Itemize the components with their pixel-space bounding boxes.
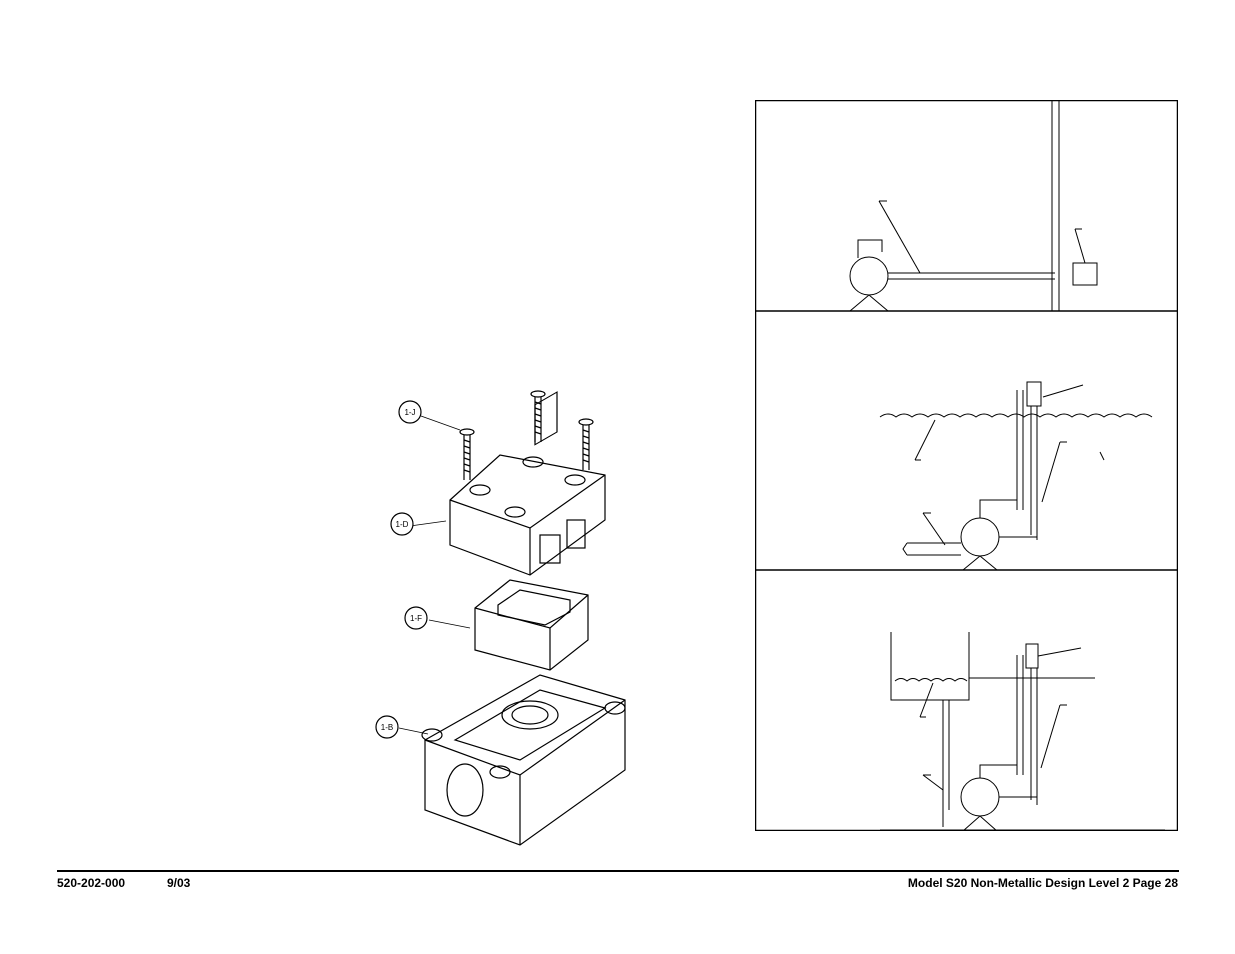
callout-1f: 1-F [404, 606, 428, 630]
callout-1b: 1-B [375, 715, 399, 739]
callout-leaders [398, 415, 471, 735]
doc-date: 9/03 [167, 876, 191, 890]
screw [530, 390, 546, 442]
install-panel-submerged [879, 381, 1153, 571]
install-panel-flooded [880, 632, 1165, 831]
pump-insert [474, 579, 589, 671]
install-panel-floor [849, 100, 1098, 312]
page-title: Model S20 Non-Metallic Design Level 2 Pa… [907, 876, 1178, 890]
callout-1j: 1-J [398, 400, 422, 424]
callout-1f-label: 1-F [410, 614, 422, 623]
installation-diagrams [755, 100, 1178, 831]
screw [459, 428, 475, 480]
pump-base [421, 674, 626, 846]
screw [578, 418, 594, 470]
callout-1d: 1-D [390, 512, 414, 536]
pump-cover [449, 391, 606, 576]
callout-1b-label: 1-B [381, 723, 393, 732]
footer-rule [57, 870, 1179, 872]
callout-1d-label: 1-D [396, 520, 409, 529]
exploded-parts-drawing: 1-J 1-D 1-F 1-B [375, 390, 626, 846]
doc-number: 520-202-000 [57, 876, 126, 890]
callout-1j-label: 1-J [404, 408, 415, 417]
